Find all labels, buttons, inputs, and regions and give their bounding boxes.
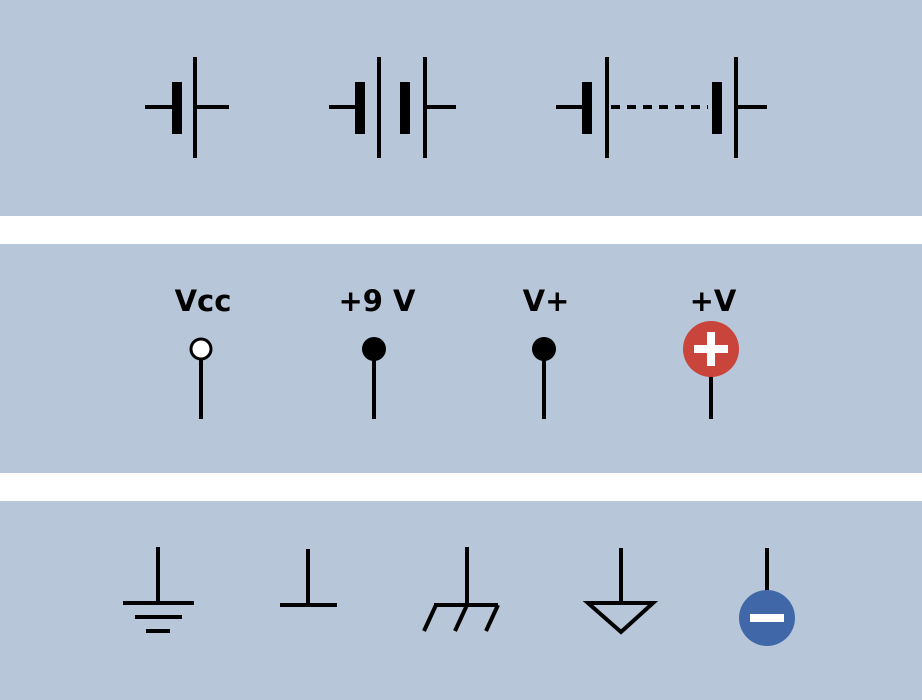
supply-positive: +V [683, 284, 739, 419]
positive-terminal-icon [683, 321, 739, 419]
supply-vplus: V+ [523, 284, 570, 419]
positive-v-label: +V [690, 284, 737, 318]
filled-terminal-icon [362, 337, 386, 419]
battery-single-cell-icon [145, 57, 229, 158]
negative-terminal-icon [739, 548, 795, 646]
common-ground-icon [280, 549, 337, 607]
filled-terminal-icon [532, 337, 556, 419]
earth-ground-icon [123, 547, 194, 633]
vplus-label: V+ [523, 284, 570, 318]
battery-two-cell-icon [329, 57, 456, 158]
chassis-ground-icon [422, 547, 500, 632]
supply-vcc: Vcc [175, 284, 232, 419]
signal-ground-icon [582, 548, 659, 635]
supply-9v: +9 V [338, 284, 416, 419]
battery-multi-cell-icon [556, 57, 767, 158]
open-terminal-icon [189, 337, 213, 419]
nine-volt-label: +9 V [338, 284, 416, 318]
vcc-label: Vcc [175, 284, 232, 318]
supply-symbols-panel [0, 244, 922, 473]
